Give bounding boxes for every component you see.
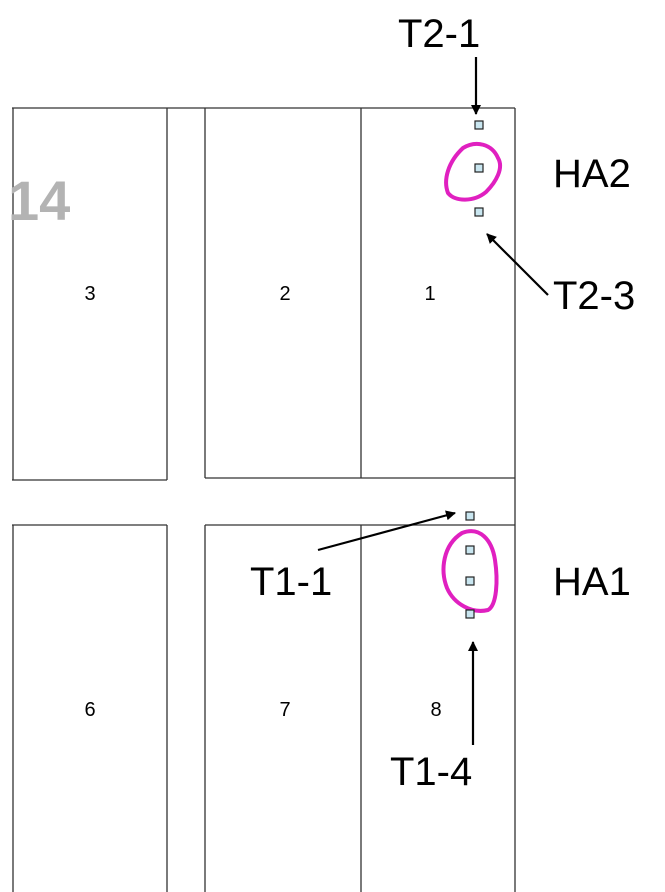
marker-t1-2 xyxy=(465,545,475,555)
plot-number-1: 1 xyxy=(424,283,435,305)
block-number: 14 xyxy=(8,169,70,232)
plot-number-6: 6 xyxy=(84,699,95,721)
plot-number-7: 7 xyxy=(279,699,290,721)
marker-t1-4 xyxy=(465,609,475,619)
hazard-area-ha2-outline xyxy=(444,141,503,202)
label-t1-1: T1-1 xyxy=(250,560,332,604)
sample-markers xyxy=(465,120,484,619)
hazard-area-ha1-outline xyxy=(441,529,499,613)
plot-number-3: 3 xyxy=(84,283,95,305)
label-t2-1: T2-1 xyxy=(398,12,480,56)
arrows xyxy=(317,57,549,745)
label-ha1: HA1 xyxy=(553,560,631,604)
label-t1-4: T1-4 xyxy=(390,750,472,794)
marker-t2-3 xyxy=(474,207,484,217)
marker-t2-2 xyxy=(474,163,484,173)
arrow-t1-1 xyxy=(317,510,456,552)
label-t2-3: T2-3 xyxy=(553,274,635,318)
top-plots xyxy=(12,107,516,525)
bottom-plots xyxy=(12,524,516,892)
plot-number-2: 2 xyxy=(279,283,290,305)
marker-t1-1 xyxy=(465,511,475,521)
label-ha2: HA2 xyxy=(553,152,631,196)
marker-t2-1 xyxy=(474,120,484,130)
arrow-t2-3 xyxy=(486,233,549,296)
marker-t1-3 xyxy=(465,576,475,586)
plot-number-8: 8 xyxy=(430,699,441,721)
